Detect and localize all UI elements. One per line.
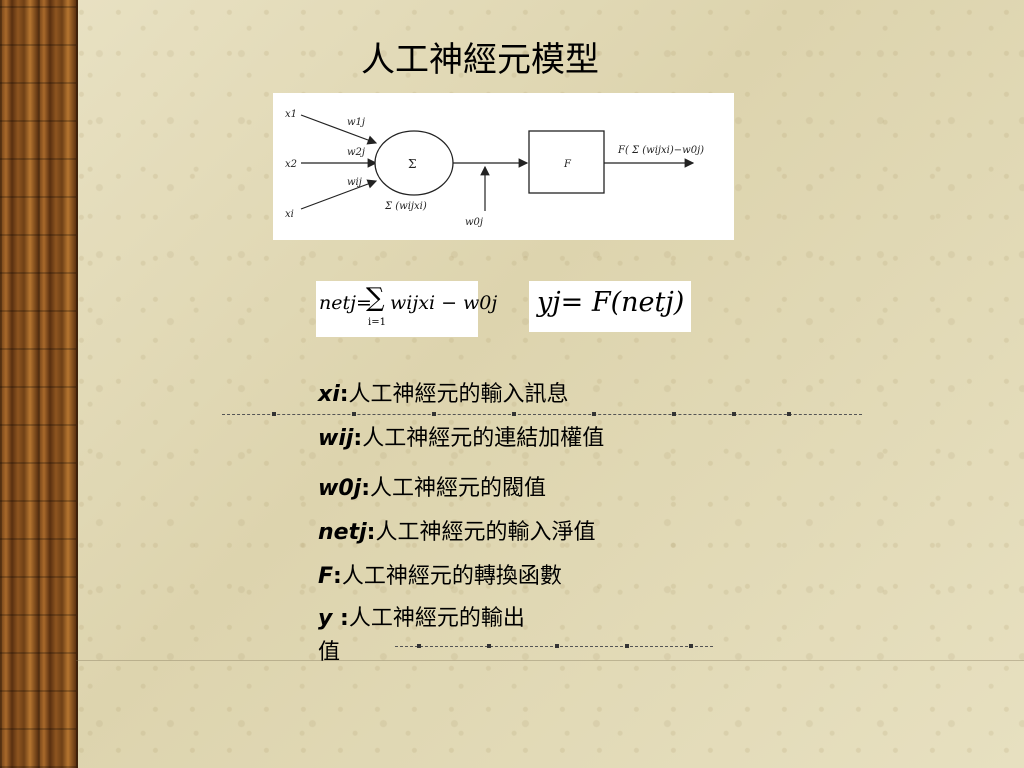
definition-term: wij xyxy=(318,426,354,451)
net-input-formula: netj= ∑ i=1 wijxi − w0j xyxy=(316,281,497,337)
definition-term: xi xyxy=(318,382,340,407)
definition-item: netj:人工神經元的輸入淨值 xyxy=(318,514,595,546)
definition-item: F:人工神經元的轉換函數 xyxy=(318,558,562,590)
slide-title: 人工神經元模型 xyxy=(361,40,599,80)
definition-continuation: 值 xyxy=(318,640,341,665)
definition-colon: : xyxy=(340,606,349,631)
input-arrow-i xyxy=(300,179,378,210)
summation-symbol: Σ xyxy=(408,157,416,171)
definition-desc: 人工神經元的輸入訊息 xyxy=(348,382,569,407)
output-formula: yj= F(netj) xyxy=(529,281,691,332)
definition-colon: : xyxy=(333,564,342,589)
function-box xyxy=(528,130,605,194)
decorative-dashed-line-top xyxy=(222,412,862,416)
decorative-dashed-line-bottom xyxy=(395,644,713,648)
definition-term: netj xyxy=(318,520,367,545)
definition-desc: 人工神經元的閥值 xyxy=(370,476,547,501)
formula-sum-symbol: ∑ xyxy=(366,283,385,313)
definition-term: y xyxy=(318,606,340,631)
weight-label-wij: wij xyxy=(347,177,362,188)
definition-desc: 人工神經元的輸出 xyxy=(348,606,525,631)
definition-desc: 人工神經元的輸入淨值 xyxy=(375,520,596,545)
input-label-x2: x2 xyxy=(285,159,297,170)
wood-border-decoration xyxy=(0,0,78,768)
input-arrow-1 xyxy=(300,114,378,145)
summation-label: Σ (wijxi) xyxy=(384,201,427,212)
definition-term: w0j xyxy=(318,476,362,501)
input-label-xi: xi xyxy=(285,209,294,220)
definition-desc: 人工神經元的連結加權值 xyxy=(362,426,605,451)
function-label: F xyxy=(563,159,572,170)
neuron-diagram-svg: x1 x2 xi w1j w2j wij Σ Σ (wijxi) w0j F F… xyxy=(285,109,704,228)
definition-term: F xyxy=(318,564,334,589)
input-label-x1: x1 xyxy=(285,109,297,120)
output-label: F( Σ (wijxi)−w0j) xyxy=(617,145,704,156)
definition-item: y :人工神經元的輸出 xyxy=(318,600,525,632)
formula-sum-lower-limit: i=1 xyxy=(368,317,386,328)
definition-desc: 人工神經元的轉換函數 xyxy=(341,564,562,589)
definition-item: xi:人工神經元的輸入訊息 xyxy=(318,376,569,408)
definition-colon: : xyxy=(353,426,363,451)
definition-item: wij:人工神經元的連結加權值 xyxy=(318,420,604,452)
formula-net-rhs: wijxi − w0j xyxy=(390,292,498,314)
neuron-diagram: x1 x2 xi w1j w2j wij Σ Σ (wijxi) w0j F F… xyxy=(273,93,734,240)
weight-label-w2j: w2j xyxy=(347,147,365,158)
weight-label-w1j: w1j xyxy=(347,117,365,128)
bias-label: w0j xyxy=(465,217,483,228)
background-rule xyxy=(76,660,1024,661)
formula-net-lhs: netj= xyxy=(319,292,372,314)
definition-item: w0j:人工神經元的閥值 xyxy=(318,470,546,502)
definition-colon: : xyxy=(366,520,376,545)
definition-colon: : xyxy=(361,476,370,501)
definition-colon: : xyxy=(339,382,349,407)
formula-output-expression: yj= F(netj) xyxy=(537,287,685,318)
